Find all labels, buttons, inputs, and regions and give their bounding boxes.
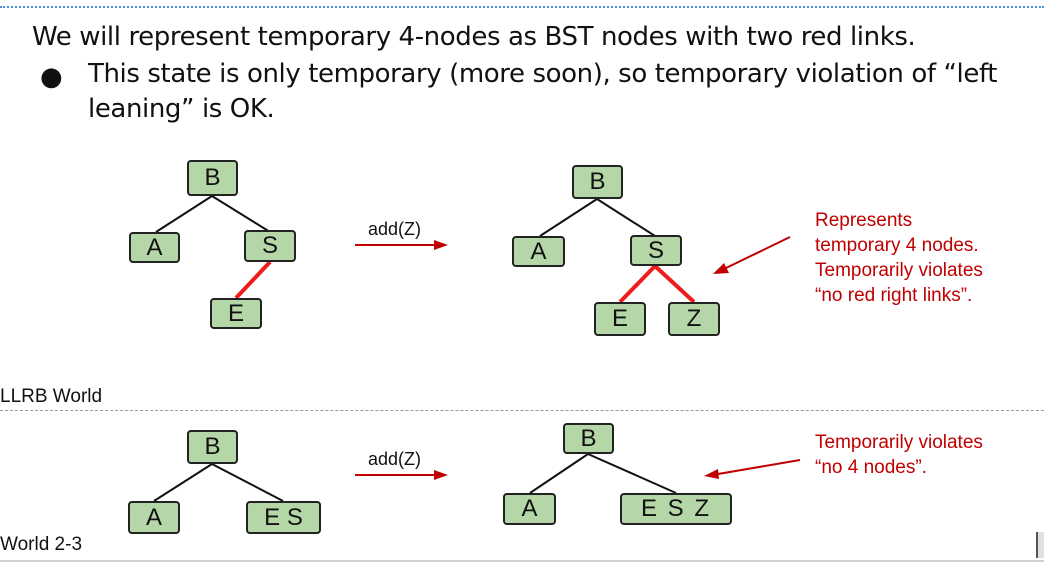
add-operation-label: add(Z) [368,219,422,239]
note-line: Represents [815,210,913,231]
node-b: B [563,423,614,454]
node-b: B [572,165,623,199]
node-e: E [210,298,262,329]
node-esz: E S Z [620,493,732,525]
llrb-section-label: LLRB World [0,386,103,407]
node-a: A [503,493,556,525]
llrb-note: Represents temporary 4 nodes. Temporaril… [815,208,983,308]
note-line: “no 4 nodes”. [815,457,927,478]
edge-b-a [153,463,213,502]
node-s: S [630,235,682,266]
note-arrow-head [713,263,729,274]
node-e: E [594,302,646,336]
edge-b-esz [587,453,677,494]
add-operation-label: add(Z) [368,449,422,469]
note-arrow-line [717,459,801,475]
edge-b-es [211,463,284,502]
two-three-note: Temporarily violates “no 4 nodes”. [815,430,983,480]
red-link-s-z [653,264,696,304]
note-line: Temporarily violates [815,260,983,281]
node-z: Z [668,302,720,336]
two-three-section-label: World 2-3 [0,534,83,555]
node-a: A [129,232,180,263]
note-line: Temporarily violates [815,432,983,453]
node-b: B [187,430,238,464]
edge-b-s [211,195,271,233]
node-a: A [128,501,180,534]
add-arrow-head [434,240,448,250]
edge-b-a [539,198,598,237]
red-link-s-e [618,264,657,304]
node-b: B [187,160,238,196]
node-es: E S [246,501,321,534]
top-dotted-rule [0,6,1044,8]
edge-b-s [596,198,656,237]
red-link-s-e [234,260,272,300]
add-arrow-head [434,470,448,480]
bottom-rule [0,560,1044,562]
note-line: temporary 4 nodes. [815,235,979,256]
speaker-notes-icon[interactable] [1036,532,1044,558]
edge-b-a [155,195,213,233]
bullet-dot-icon: ● [40,62,63,92]
note-arrow-line [725,236,791,269]
section-divider [0,410,1044,411]
note-arrow-head [704,469,719,479]
note-line: “no red right links”. [815,285,973,306]
slide-heading: We will represent temporary 4-nodes as B… [32,22,916,52]
node-a: A [512,236,565,267]
slide-bullet: This state is only temporary (more soon)… [88,59,998,124]
node-s: S [244,230,296,262]
edge-b-a [529,453,589,494]
